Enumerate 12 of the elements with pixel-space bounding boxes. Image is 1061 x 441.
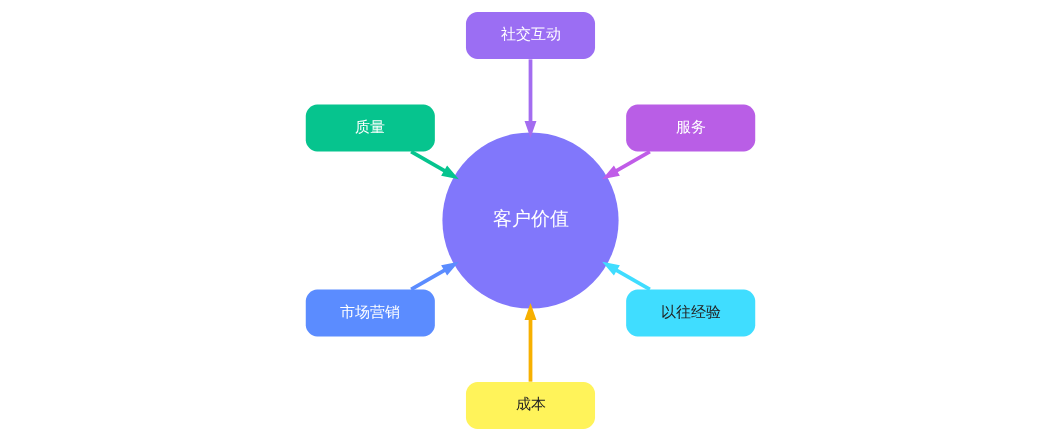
arrow (524, 303, 537, 382)
node-box: 成本 (465, 381, 596, 430)
node-box: 以往经验 (626, 289, 756, 337)
arrow (602, 261, 651, 292)
node-box: 质量 (305, 104, 435, 152)
arrow (524, 59, 537, 138)
arrow (410, 261, 459, 292)
node-box: 服务 (626, 104, 756, 152)
arrow (602, 149, 651, 180)
node-box: 市场营销 (305, 289, 435, 337)
node-box: 社交互动 (465, 11, 596, 60)
arrow (410, 149, 459, 180)
